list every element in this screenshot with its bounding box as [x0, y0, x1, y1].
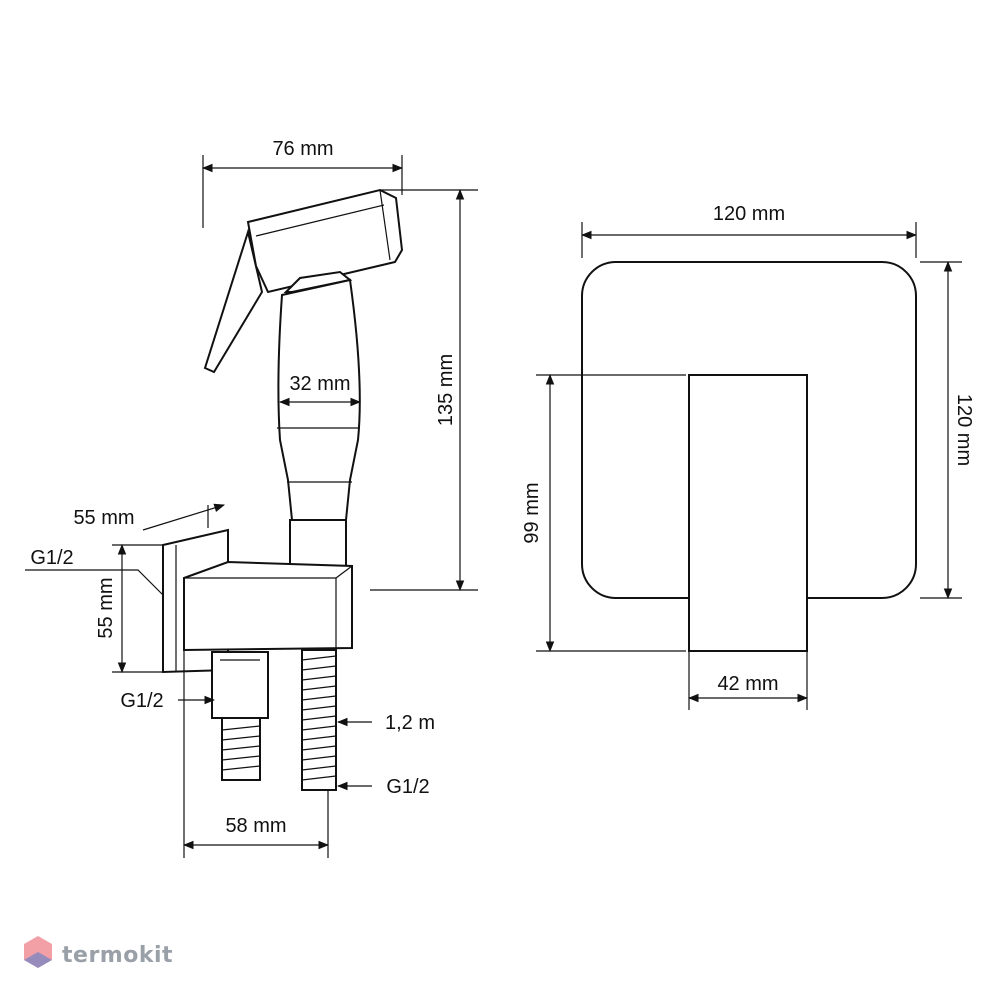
thread-inlet-label: G1/2: [120, 690, 163, 712]
holder-depth-label: 55 mm: [73, 507, 134, 529]
watermark-text: termokit: [62, 943, 173, 968]
cover-height-label: 99 mm: [521, 482, 543, 543]
hose-length-label: 1,2 m: [385, 712, 435, 734]
holder-width-label: 58 mm: [225, 815, 286, 837]
plate-width-label: 120 mm: [713, 203, 785, 225]
watermark: termokit: [24, 936, 173, 968]
wall-holder-drawing: [162, 528, 353, 791]
cover-width-label: 42 mm: [717, 673, 778, 695]
cover-plate-drawing: [581, 261, 917, 652]
total-height-label: 135 mm: [435, 354, 457, 426]
dimension-lines: [25, 155, 962, 858]
holder-height-label: 55 mm: [95, 577, 117, 638]
termokit-logo-icon: [24, 936, 52, 968]
inlet-thread: [221, 717, 261, 781]
thread-top-label: G1/2: [30, 547, 73, 569]
head-width-label: 76 mm: [272, 138, 333, 160]
hose: [301, 649, 337, 791]
plate-height-label: 120 mm: [953, 394, 975, 466]
hose-thread-label: G1/2: [386, 776, 429, 798]
handle-diameter-label: 32 mm: [289, 373, 350, 395]
